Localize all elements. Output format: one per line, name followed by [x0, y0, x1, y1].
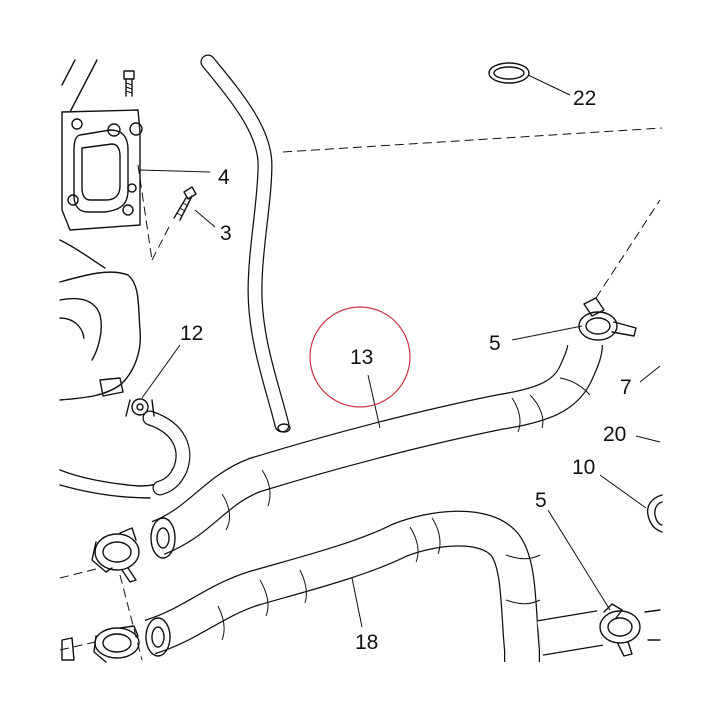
clamp-upper-right: [578, 297, 637, 341]
clamp-lower-right: [599, 603, 661, 657]
flange-gasket: [61, 109, 143, 231]
callout-5-lower: 5: [535, 489, 547, 512]
callout-22: 22: [573, 87, 596, 110]
callout-3: 3: [220, 222, 232, 245]
callout-18: 18: [355, 631, 378, 654]
hose-13: [150, 344, 603, 559]
callout-20: 20: [603, 423, 626, 446]
small-hose-12: [125, 398, 191, 496]
clip-10: [646, 494, 663, 533]
engine-outline: [59, 59, 181, 499]
top-bolt: [123, 70, 135, 97]
bolt-3: [173, 186, 197, 221]
callout-13: 13: [350, 346, 373, 369]
vacuum-pipe: [200, 54, 291, 433]
clamp-left-lower: [61, 625, 140, 663]
leader-lines: [139, 74, 661, 628]
clamp-left-upper: [91, 527, 140, 583]
o-ring-22: [488, 62, 530, 84]
callout-7: 7: [620, 376, 632, 399]
callout-5-upper: 5: [489, 332, 501, 355]
highlight-circle-13: [309, 306, 411, 408]
callout-4: 4: [218, 166, 230, 189]
hose-18: [144, 510, 603, 668]
callout-12: 12: [180, 322, 203, 345]
callout-labels: 22 4 3 12 13 5 7 20 10 5 18: [180, 87, 632, 654]
callout-10: 10: [572, 456, 595, 479]
